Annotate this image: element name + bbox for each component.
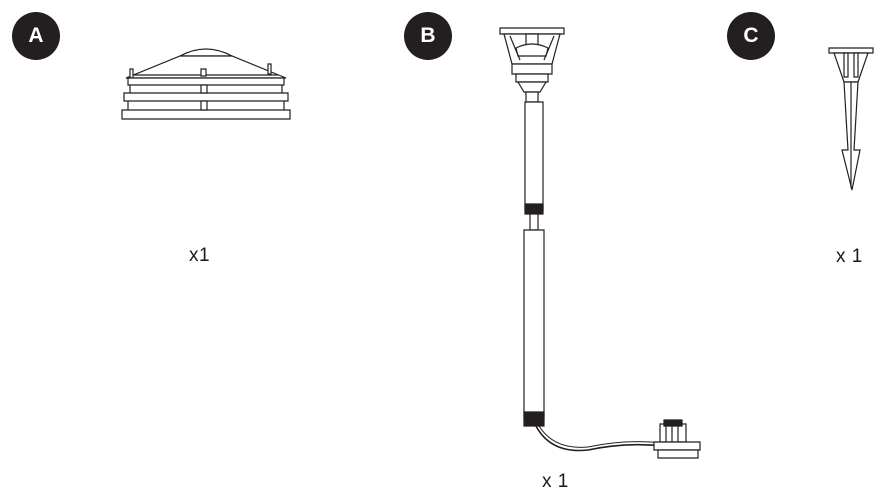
quantity-a: x1 (189, 245, 211, 266)
lamp-shade-icon (118, 44, 294, 126)
badge-a: A (12, 12, 60, 60)
quantity-b: x 1 (542, 471, 569, 492)
badge-b: B (404, 12, 452, 60)
ground-stake-icon (826, 46, 876, 192)
quantity-c: x 1 (836, 246, 863, 267)
badge-c: C (727, 12, 775, 60)
light-post-icon (496, 26, 710, 466)
